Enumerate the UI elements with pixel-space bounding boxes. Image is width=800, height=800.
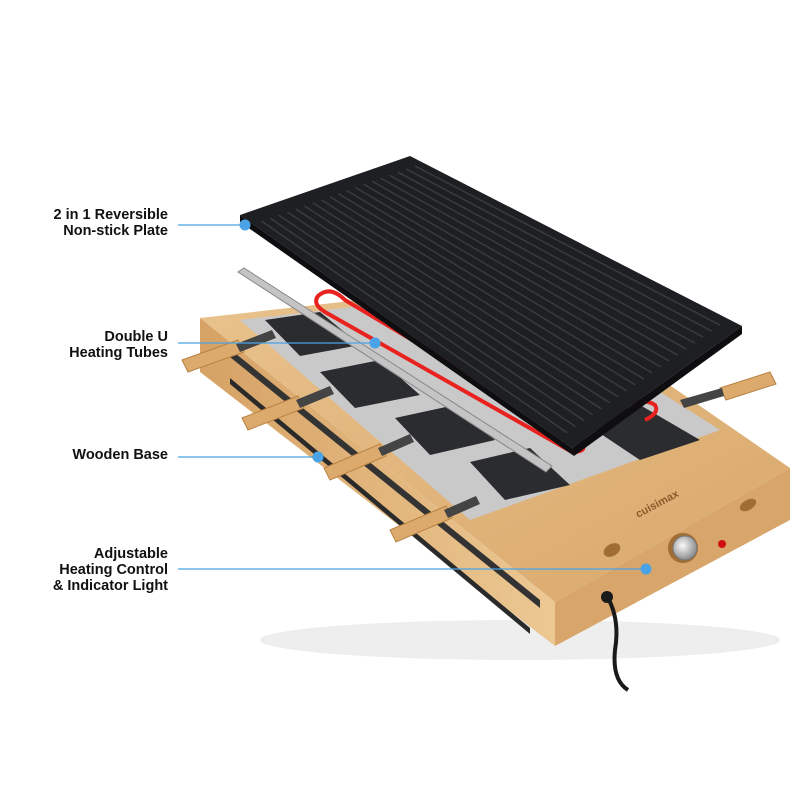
plate-ridge: [320, 199, 628, 392]
plate-ridge: [269, 217, 577, 428]
callout-heating-tubes: Double U Heating Tubes: [69, 329, 168, 361]
plate-ridge: [295, 208, 602, 410]
pan-handles: [236, 330, 724, 518]
callout-plate: 2 in 1 Reversible Non-stick Plate: [54, 207, 168, 239]
callout-text: Heating Control: [59, 562, 168, 578]
callout-text: 2 in 1 Reversible: [53, 207, 168, 223]
callout-text: Adjustable: [93, 546, 168, 562]
plate-ridge: [397, 171, 704, 338]
plate-ridge: [354, 186, 662, 368]
plate-ridge: [278, 214, 585, 422]
callout-dot: [369, 337, 381, 349]
plate-ridge: [363, 183, 670, 362]
callout-dot: [640, 563, 652, 575]
support-rail: [237, 267, 553, 473]
indicator-light: [718, 540, 726, 548]
plate-ridge: [286, 211, 594, 416]
plate-ridge: [303, 205, 611, 404]
callout-dot: [239, 219, 251, 231]
shadow: [260, 620, 780, 660]
plate-ridge: [414, 165, 721, 326]
plate-ridge: [261, 220, 568, 434]
plate-ridge: [329, 195, 636, 386]
reversible-grill-plate: [240, 156, 742, 456]
callout-wooden-base: Wooden Base: [72, 447, 168, 463]
plate-ridge: [388, 174, 696, 344]
plate-ridge: [371, 180, 679, 356]
callout-text: Double U: [104, 329, 168, 345]
callout-text: & Indicator Light: [52, 578, 168, 594]
plate-ridge: [405, 168, 713, 332]
wooden-spatulas: [181, 339, 777, 543]
plate-ridge: [380, 177, 687, 350]
heating-control-knob[interactable]: [672, 535, 698, 561]
callout-text: Non-stick Plate: [63, 223, 168, 239]
callout-dot: [312, 451, 324, 463]
plate-ridge: [346, 189, 653, 374]
callout-text: Wooden Base: [72, 447, 168, 463]
power-cord: [606, 597, 630, 692]
plate-ridge: [337, 192, 645, 380]
callout-lines: [178, 224, 646, 570]
plate-ridge: [312, 202, 619, 398]
callout-text: Heating Tubes: [69, 345, 168, 361]
callout-heating-control: Adjustable Heating Control & Indicator L…: [53, 546, 168, 594]
